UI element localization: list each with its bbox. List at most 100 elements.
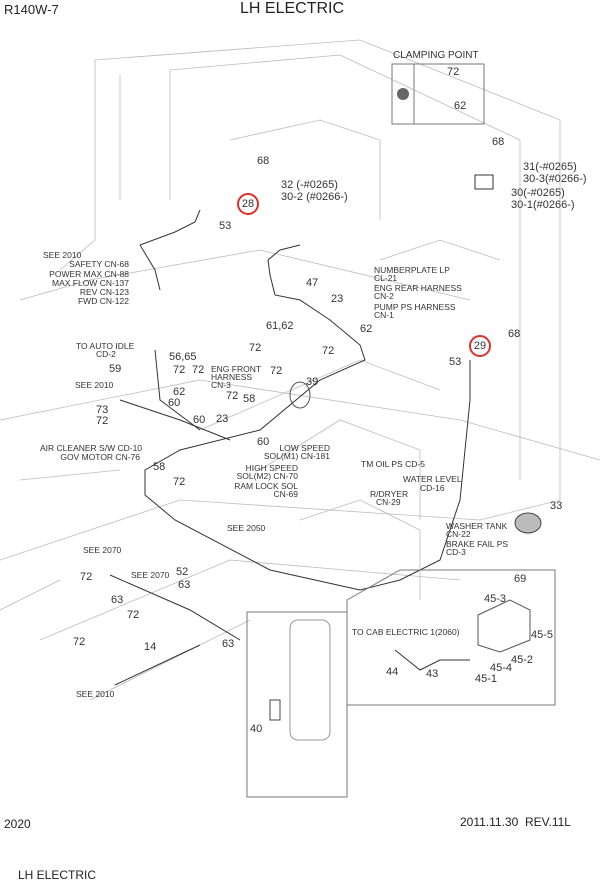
washer-inset-frame bbox=[346, 569, 556, 706]
callout-28-circled: 28 bbox=[237, 193, 259, 215]
low-speed-sol-code: SOL(M1) CN-181 bbox=[263, 451, 330, 461]
washer-tank-code: CN-22 bbox=[446, 529, 471, 539]
rev-connector-label: REV CN-123 bbox=[79, 287, 129, 297]
callout-31: 31(-#0265) bbox=[523, 161, 577, 173]
tm-oil-ps-label: TM OIL PS CD-5 bbox=[361, 459, 425, 469]
water-level-code: CD-16 bbox=[420, 483, 445, 493]
callout-29-circled: 29 bbox=[469, 335, 491, 357]
callout-23: 23 bbox=[216, 413, 229, 425]
callout-61-62: 61,62 bbox=[266, 320, 294, 332]
callout-30-2: 30-2 (#0266-) bbox=[281, 191, 348, 203]
clamping-part-72: 72 bbox=[447, 66, 460, 78]
callout-60: 60 bbox=[257, 436, 270, 448]
sensor-inset-frame bbox=[246, 611, 348, 798]
callout-72: 72 bbox=[192, 364, 205, 376]
high-speed-sol-code: SOL(M2) CN-70 bbox=[236, 471, 298, 481]
callout-72: 72 bbox=[127, 609, 140, 621]
eng-rear-harness-code: CN-2 bbox=[374, 291, 394, 301]
callout-32: 32 (-#0265) bbox=[281, 179, 338, 191]
callout-14: 14 bbox=[144, 641, 157, 653]
ram-lock-sol-code: CN-69 bbox=[273, 489, 298, 499]
callout-63: 63 bbox=[222, 638, 235, 650]
eng-front-harness-code: CN-3 bbox=[211, 380, 231, 390]
callout-47: 47 bbox=[306, 277, 319, 289]
callout-59: 59 bbox=[109, 363, 122, 375]
page-number: 2020 bbox=[4, 817, 31, 831]
callout-30-3: 30-3(#0266-) bbox=[523, 173, 587, 185]
callout-60: 60 bbox=[193, 414, 206, 426]
air-cleaner-switch-label: AIR CLEANER S/W CD-10 bbox=[40, 443, 143, 453]
fwd-connector-label: FWD CN-122 bbox=[77, 296, 129, 306]
see-2070-label: SEE 2070 bbox=[83, 545, 122, 555]
callout-33: 33 bbox=[550, 500, 563, 512]
callout-45-2: 45-2 bbox=[511, 654, 534, 666]
callout-60: 60 bbox=[168, 397, 181, 409]
callout-45-3: 45-3 bbox=[484, 593, 507, 605]
callout-72: 72 bbox=[249, 342, 262, 354]
high-speed-sol-label: HIGH SPEED bbox=[245, 463, 298, 473]
callout-63: 63 bbox=[111, 594, 124, 606]
callout-23: 23 bbox=[331, 293, 344, 305]
brake-fail-ps-label: BRAKE FAIL PS bbox=[446, 539, 509, 549]
brake-fail-ps-code: CD-3 bbox=[446, 547, 466, 557]
to-cab-electric-label: TO CAB ELECTRIC 1(2060) bbox=[352, 627, 460, 637]
callout-72: 72 bbox=[80, 571, 93, 583]
eng-front-harness-label-2: HARNESS bbox=[211, 372, 253, 382]
pump-ps-harness-code: CN-1 bbox=[374, 310, 394, 320]
callout-44: 44 bbox=[386, 666, 399, 678]
gov-motor-label: GOV MOTOR CN-76 bbox=[60, 452, 140, 462]
numberplate-lamp-label: NUMBERPLATE LP bbox=[374, 265, 450, 275]
safety-connector-label: SAFETY CN-68 bbox=[69, 259, 129, 269]
revision-date: 2011.11.30 REV.11L bbox=[460, 815, 571, 829]
callout-63: 63 bbox=[178, 579, 191, 591]
clamp-point-marker-icon bbox=[397, 88, 409, 100]
filter-screen-icon bbox=[514, 512, 542, 534]
auto-idle-label: TO AUTO IDLE bbox=[76, 341, 135, 351]
page-title: LH ELECTRIC bbox=[240, 0, 345, 17]
callout-72: 72 bbox=[270, 365, 283, 377]
callout-72: 72 bbox=[322, 345, 335, 357]
see-2050-label: SEE 2050 bbox=[227, 523, 266, 533]
clamping-point-title: CLAMPING POINT bbox=[393, 50, 479, 61]
callout-56-65: 56,65 bbox=[169, 351, 197, 363]
harness-wire bbox=[139, 209, 201, 246]
callout-45-5: 45-5 bbox=[531, 629, 554, 641]
r-dryer-code: CN-29 bbox=[376, 497, 401, 507]
callout-73: 73 bbox=[96, 404, 109, 416]
callout-72: 72 bbox=[73, 636, 86, 648]
water-level-label: WATER LEVEL bbox=[403, 474, 462, 484]
see-2010-label: SEE 2010 bbox=[43, 250, 82, 260]
callout-68: 68 bbox=[492, 136, 505, 148]
r-dryer-label: R/DRYER bbox=[370, 489, 409, 499]
callout-40: 40 bbox=[250, 723, 263, 735]
max-flow-connector-label: MAX FLOW CN-137 bbox=[52, 278, 129, 288]
callout-62: 62 bbox=[360, 323, 373, 335]
callout-72: 72 bbox=[173, 476, 186, 488]
power-max-connector-label: POWER MAX CN-88 bbox=[49, 269, 129, 279]
see-2010-label: SEE 2010 bbox=[76, 689, 115, 699]
callout-68: 68 bbox=[257, 155, 270, 167]
washer-tank-label: WASHER TANK bbox=[446, 521, 508, 531]
page-caption: LH ELECTRIC bbox=[18, 868, 97, 882]
numberplate-lamp-code: CL-21 bbox=[374, 273, 398, 283]
callout-53: 53 bbox=[449, 356, 462, 368]
clamping-point-frame bbox=[391, 63, 485, 125]
ram-lock-sol-label: RAM LOCK SOL bbox=[234, 481, 298, 491]
callout-69: 69 bbox=[514, 573, 527, 585]
callout-43: 43 bbox=[426, 668, 439, 680]
callout-58: 58 bbox=[153, 461, 166, 473]
frame-outline bbox=[94, 39, 561, 521]
low-speed-sol-label: LOW SPEED bbox=[279, 443, 330, 453]
callout-58: 58 bbox=[243, 393, 256, 405]
callout-39: 39 bbox=[306, 376, 319, 388]
callout-45-4: 45-4 bbox=[490, 662, 513, 674]
see-2070-label: SEE 2070 bbox=[131, 570, 170, 580]
eng-rear-harness-label: ENG REAR HARNESS bbox=[374, 283, 462, 293]
callout-52: 52 bbox=[176, 566, 189, 578]
callout-72: 72 bbox=[226, 390, 239, 402]
callout-30: 30(-#0265) bbox=[511, 187, 565, 199]
clamping-part-62: 62 bbox=[454, 100, 467, 112]
connector-icon bbox=[474, 174, 494, 190]
callout-72: 72 bbox=[96, 415, 109, 427]
